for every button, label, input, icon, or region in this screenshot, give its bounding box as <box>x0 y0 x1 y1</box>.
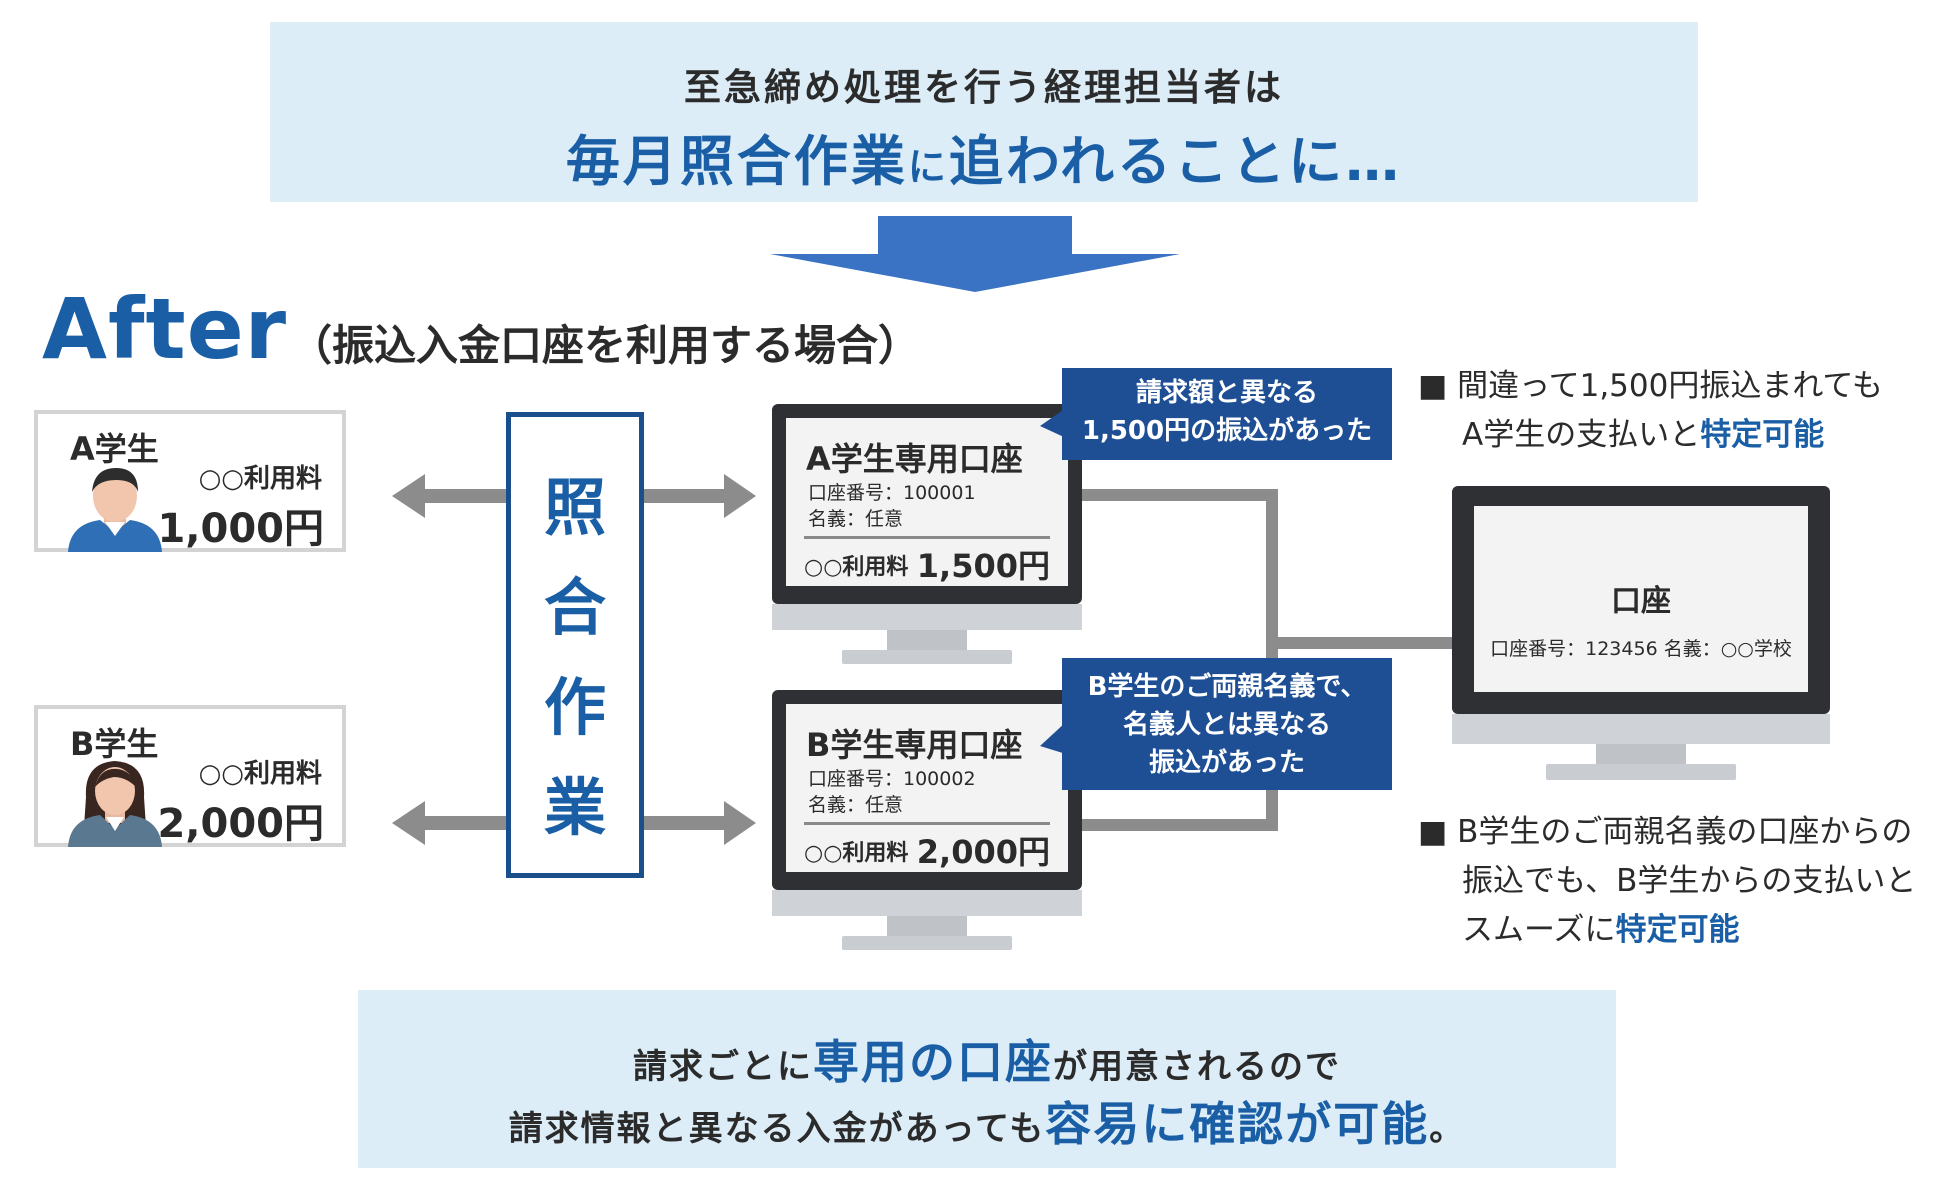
callout-line: 請求額と異なる <box>1135 378 1318 408</box>
account-a-monitor: A学生専用口座 口座番号：100001 名義：任意 ○○利用料 1,500円 <box>772 404 1082 666</box>
top-banner-line2-main: 毎月照合作業 <box>565 130 908 193</box>
note-a-line1: ■ 間違って1,500円振込まれても <box>1418 368 1883 404</box>
matching-char: 作 <box>543 671 606 744</box>
banner-text: 請求情報と異なる入金があっても <box>508 1109 1046 1149</box>
student-name: B学生 <box>70 725 159 763</box>
callout-a-pointer <box>1040 408 1066 438</box>
after-subtitle: （振込入金口座を利用する場合） <box>290 321 921 370</box>
note-b-line2: 振込でも、B学生からの支払いと <box>1462 863 1917 899</box>
student-card-a: A学生 ○○利用料 1,000円 <box>34 410 346 552</box>
note-highlight: 特定可能 <box>1700 417 1825 453</box>
top-banner-line1: 至急締め処理を行う経理担当者は <box>684 66 1284 109</box>
note-a-line2: A学生の支払いと特定可能 <box>1418 411 1948 460</box>
matching-char: 業 <box>543 771 606 844</box>
callout-line: 名義人とは異なる <box>1122 710 1331 740</box>
account-title: A学生専用口座 <box>806 440 1023 478</box>
fee-label: ○○利用料 <box>198 759 322 789</box>
callout-line: 1,500円の振込があった <box>1081 416 1373 446</box>
top-banner-line2-small: に <box>907 145 949 189</box>
account-fee-label: ○○利用料 <box>804 555 909 580</box>
bottom-banner-line2: 請求情報と異なる入金があっても容易に確認が可能。 <box>358 1088 1616 1154</box>
note-highlight: 特定可能 <box>1615 912 1740 948</box>
account-fee-row: ○○利用料 2,000円 <box>804 822 1050 871</box>
matching-work-box: 照 合 作 業 <box>506 412 644 878</box>
note-a: ■ 間違って1,500円振込まれても A学生の支払いと特定可能 <box>1418 362 1948 460</box>
school-account-screen: 口座 口座番号：123456 名義：○○学校 <box>1474 506 1808 692</box>
account-number: 口座番号：100001 <box>808 482 976 504</box>
callout-line: 振込があった <box>1148 748 1305 778</box>
arrow-to-student-b <box>392 801 510 845</box>
note-text: スムーズに <box>1462 912 1616 948</box>
account-b-screen: B学生専用口座 口座番号：100002 名義：任意 ○○利用料 2,000円 <box>786 704 1068 872</box>
account-holder: 名義：任意 <box>808 794 904 816</box>
banner-text: が用意されるので <box>1053 1047 1341 1087</box>
fee-amount: 1,000円 <box>157 506 324 552</box>
student-name: A学生 <box>70 430 159 468</box>
account-number: 口座番号：100002 <box>808 768 976 790</box>
account-title: B学生専用口座 <box>806 726 1023 764</box>
banner-highlight: 容易に確認が可能 <box>1045 1097 1430 1151</box>
note-b: ■ B学生のご両親名義の口座からの 振込でも、B学生からの支払いと スムーズに特… <box>1418 808 1948 955</box>
banner-text: 。 <box>1429 1109 1466 1149</box>
account-holder: 名義：任意 <box>808 508 904 530</box>
callout-b-pointer <box>1040 722 1066 754</box>
matching-char: 合 <box>543 571 606 644</box>
down-arrow-icon <box>770 216 1180 292</box>
after-title: After <box>42 280 288 378</box>
student-card-b: B学生 ○○利用料 2,000円 <box>34 705 346 847</box>
note-b-line1: ■ B学生のご両親名義の口座からの <box>1418 814 1913 850</box>
banner-highlight: 専用の口座 <box>813 1035 1053 1089</box>
top-banner-line2: 毎月照合作業に追われることに… <box>270 117 1698 196</box>
top-banner-line2-tail: 追われることに… <box>948 130 1403 193</box>
banner-text: 請求ごとに <box>633 1047 813 1087</box>
top-banner: 至急締め処理を行う経理担当者は 毎月照合作業に追われることに… <box>270 22 1698 202</box>
callout-account-b: B学生のご両親名義で、 名義人とは異なる 振込があった <box>1062 658 1392 790</box>
account-b-monitor: B学生専用口座 口座番号：100002 名義：任意 ○○利用料 2,000円 <box>772 690 1082 952</box>
account-fee-amount: 2,000円 <box>916 833 1050 871</box>
callout-line: B学生のご両親名義で、 <box>1087 672 1367 702</box>
school-account-detail: 口座番号：123456 名義：○○学校 <box>1490 638 1792 660</box>
note-b-line3: スムーズに特定可能 <box>1418 906 1948 955</box>
bottom-banner: 請求ごとに専用の口座が用意されるので 請求情報と異なる入金があっても容易に確認が… <box>358 990 1616 1168</box>
female-avatar-icon <box>68 761 162 847</box>
callout-account-a: 請求額と異なる 1,500円の振込があった <box>1062 368 1392 460</box>
account-a-screen: A学生専用口座 口座番号：100001 名義：任意 ○○利用料 1,500円 <box>786 418 1068 586</box>
school-account-monitor: 口座 口座番号：123456 名義：○○学校 <box>1452 486 1830 786</box>
school-account-title: 口座 <box>1611 584 1671 619</box>
fee-amount: 2,000円 <box>157 801 324 847</box>
male-avatar-icon <box>68 468 162 552</box>
account-fee-amount: 1,500円 <box>916 547 1050 585</box>
arrow-to-account-b <box>636 801 756 845</box>
arrow-to-student-a <box>392 474 510 518</box>
account-fee-label: ○○利用料 <box>804 841 909 866</box>
note-text: A学生の支払いと <box>1462 417 1701 453</box>
fee-label: ○○利用料 <box>198 464 322 494</box>
arrow-to-account-a <box>636 474 756 518</box>
account-fee-row: ○○利用料 1,500円 <box>804 536 1050 585</box>
bottom-banner-line1: 請求ごとに専用の口座が用意されるので <box>358 1026 1616 1092</box>
matching-char: 照 <box>543 471 606 544</box>
